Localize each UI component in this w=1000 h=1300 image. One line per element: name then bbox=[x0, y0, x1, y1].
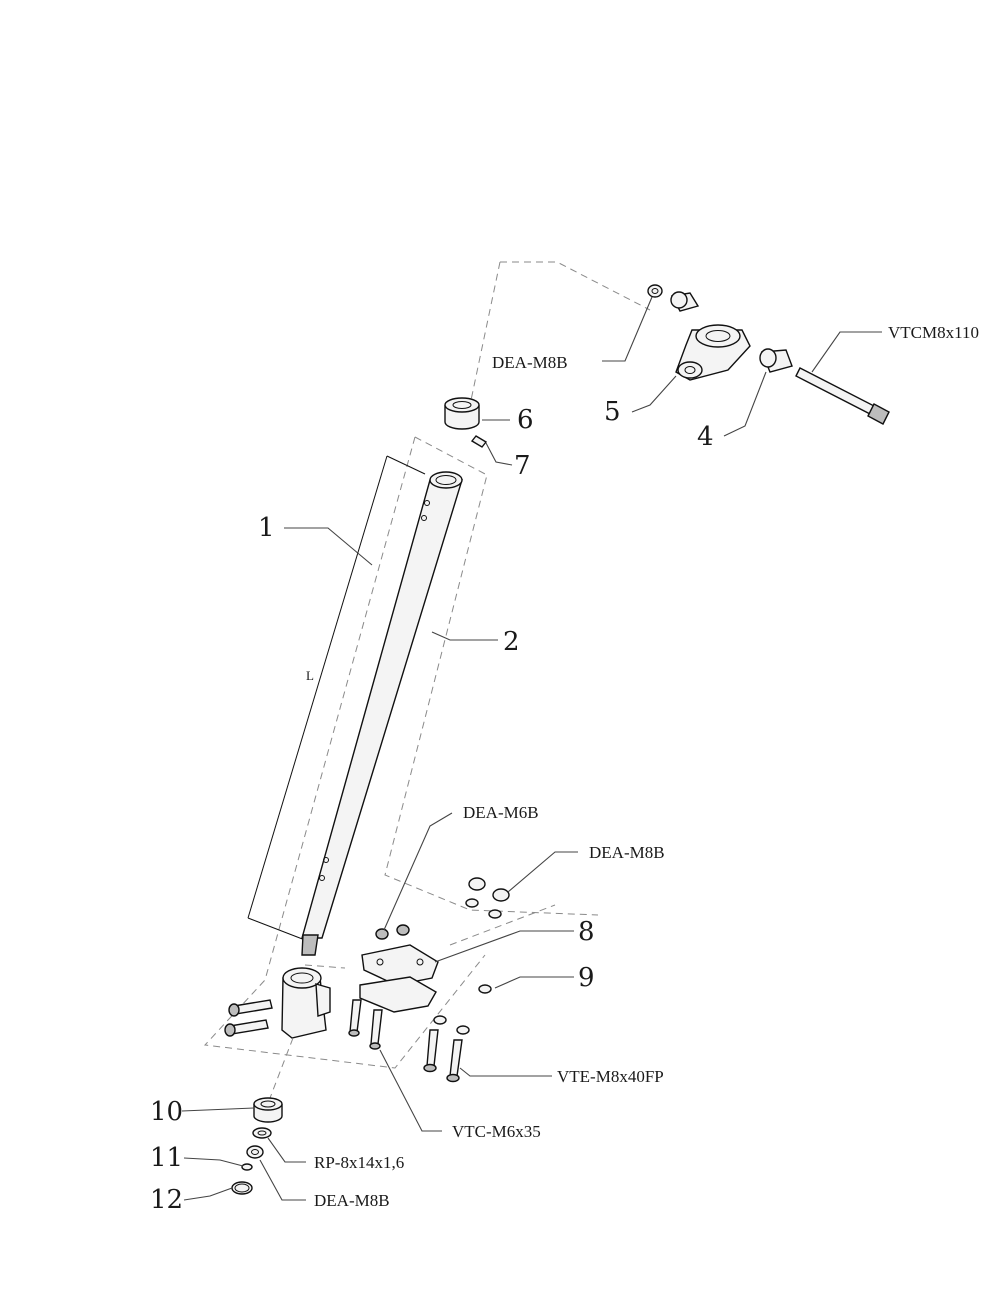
bolts-vtc-m6x35 bbox=[348, 999, 383, 1050]
axis-line-bottom bbox=[269, 1037, 294, 1099]
nuts-dea-m8b-mid bbox=[433, 877, 510, 1035]
assembly-guide-lines bbox=[203, 261, 651, 1069]
label-part-7: 7 bbox=[514, 451, 531, 481]
label-dimension-l: L bbox=[306, 668, 314, 683]
label-vtc-m6x35: VTC-M6x35 bbox=[452, 1122, 541, 1141]
label-vtcm8x110: VTCM8x110 bbox=[888, 323, 979, 342]
leader-lines bbox=[181, 296, 882, 1201]
dimension-bracket-l bbox=[247, 455, 426, 941]
label-dea-m6b: DEA-M6B bbox=[463, 803, 539, 822]
nut-dea-m8b-top bbox=[647, 284, 663, 298]
label-part-12: 12 bbox=[150, 1185, 183, 1215]
bolt-vtcm8x110 bbox=[795, 367, 890, 425]
label-part-2: 2 bbox=[503, 627, 520, 657]
label-part-9: 9 bbox=[578, 963, 595, 993]
collar-part-6 bbox=[444, 397, 480, 430]
label-part-8: 8 bbox=[578, 917, 595, 947]
ring-part-12 bbox=[231, 1181, 253, 1195]
label-part-10: 10 bbox=[150, 1097, 183, 1127]
washer-part-11 bbox=[241, 1163, 253, 1171]
washer-rp-8x14x1-6 bbox=[252, 1127, 272, 1139]
bushing-part-10 bbox=[253, 1097, 283, 1123]
bolts-vte-m8x40fp bbox=[423, 1029, 463, 1083]
label-vte-m8x40fp: VTE-M8x40FP bbox=[557, 1067, 664, 1086]
label-part-11: 11 bbox=[150, 1143, 183, 1173]
label-dea-m8b-bottom: DEA-M8B bbox=[314, 1191, 390, 1210]
nuts-dea-m6b bbox=[375, 924, 410, 940]
top-clamp-part-5 bbox=[675, 324, 751, 381]
lower-clamp bbox=[281, 967, 331, 1039]
steering-tube bbox=[301, 471, 463, 956]
label-part-5: 5 bbox=[604, 397, 621, 427]
label-part-4: 4 bbox=[697, 422, 714, 452]
label-part-1: 1 bbox=[258, 513, 275, 543]
label-part-6: 6 bbox=[517, 405, 534, 435]
part-labels: 1 2 4 5 6 7 8 9 10 11 12 L DEA-M8B VTCM8… bbox=[150, 323, 979, 1215]
label-dea-m8b-top: DEA-M8B bbox=[492, 353, 568, 372]
bushing-part-4 bbox=[759, 348, 793, 373]
bolts-lower-clamp bbox=[224, 999, 273, 1037]
nut-dea-m8b-bottom bbox=[246, 1145, 264, 1159]
grub-screw-part-7 bbox=[470, 435, 488, 448]
bracket-part-8 bbox=[361, 944, 439, 986]
bracket-part-9 bbox=[359, 976, 437, 1013]
label-rp-8x14x1-6: RP-8x14x1,6 bbox=[314, 1153, 404, 1172]
label-dea-m8b-mid: DEA-M8B bbox=[589, 843, 665, 862]
spacer-top bbox=[670, 291, 700, 312]
